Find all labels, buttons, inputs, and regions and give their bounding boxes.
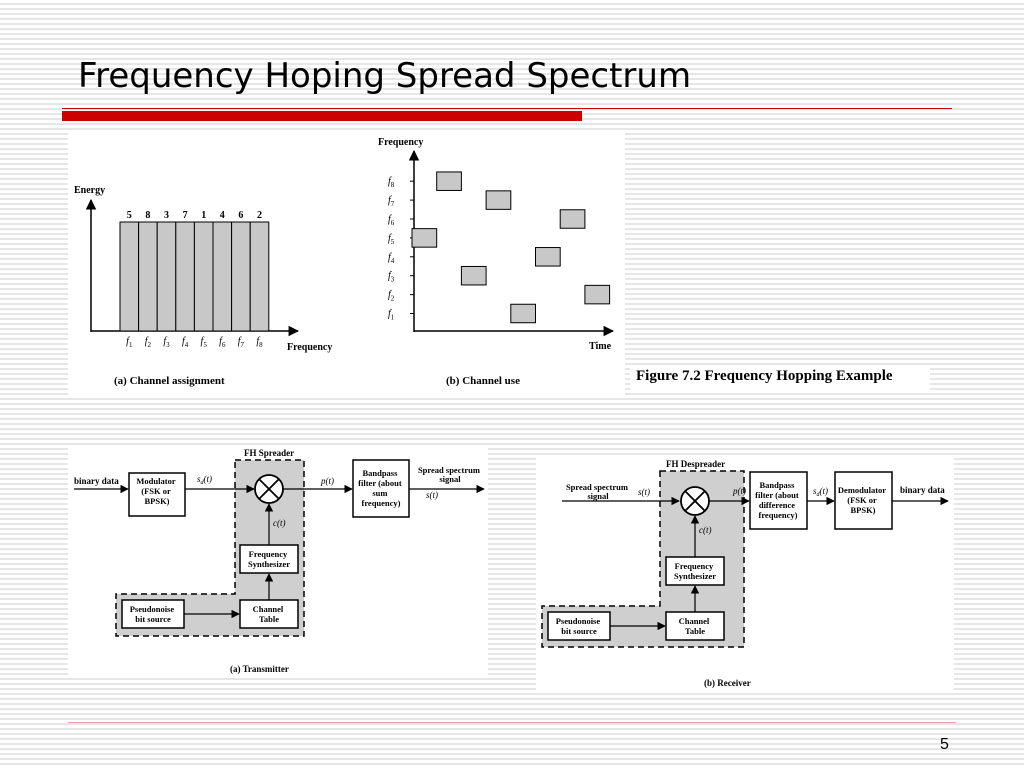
energy-axis-label: Energy	[74, 185, 105, 196]
figure-caption: Figure 7.2 Frequency Hopping Example	[630, 366, 930, 392]
rx-synthesizer-box	[665, 556, 725, 586]
tx-channel-table-label: Channel Table	[253, 604, 286, 624]
frequency-tick-label: f4	[388, 252, 395, 265]
frequency-tick-label: f3	[163, 336, 170, 349]
frequency-tick-label: f8	[256, 336, 263, 349]
hop-cell	[535, 247, 561, 267]
slide-title: Frequency Hoping Spread Spectrum	[78, 56, 692, 96]
fh-spreader-region	[115, 459, 305, 637]
title-underline	[62, 108, 952, 109]
channel-bar	[119, 221, 140, 332]
channel-bar	[249, 221, 270, 332]
rx-c-signal: c(t)	[699, 525, 712, 535]
channel-bar	[231, 221, 251, 332]
frequency-tick-label: f7	[388, 195, 395, 208]
frequency-tick-label: f7	[238, 336, 245, 349]
transmitter-svg: FH Spreader binary data Modulator (FSK o…	[74, 448, 485, 674]
rx-pn-source-box	[547, 611, 611, 641]
demodulator-box	[834, 471, 893, 530]
rx-s-signal: s(t)	[638, 487, 650, 497]
tx-output-label: Spread spectrum signal	[418, 465, 482, 484]
frequency-tick-label: f1	[388, 309, 395, 322]
channel-use-caption: (b) Channel use	[446, 375, 520, 387]
tx-channel-table-box	[239, 599, 299, 629]
tx-input-label: binary data	[74, 476, 119, 486]
frequency-tick-label: f1	[126, 336, 133, 349]
channel-number: 4	[220, 210, 225, 221]
transmitter-caption: (a) Transmitter	[230, 664, 289, 674]
transmitter-panel: FH Spreader binary data Modulator (FSK o…	[68, 446, 488, 678]
tx-c-signal: c(t)	[273, 518, 286, 528]
hop-cell	[436, 171, 462, 191]
channel-assignment-caption: (a) Channel assignment	[114, 375, 225, 387]
footer-line	[68, 722, 956, 723]
frequency-axis-label: Frequency	[287, 342, 332, 353]
frequency-tick-label: f8	[388, 176, 395, 189]
frequency-tick-label: f6	[219, 336, 226, 349]
hop-cell	[559, 209, 586, 229]
frequency-tick-label: f2	[388, 290, 395, 303]
channel-assignment-chart: Energy 5 8 3 7 1 4 6 2 f1 f2 f3 f4 f5 f6 f7 f8 Frequen…	[74, 185, 332, 387]
rx-channel-table-box	[665, 611, 725, 641]
channel-number: 2	[257, 210, 262, 221]
hop-cell	[460, 265, 487, 286]
modulator-box	[128, 472, 186, 517]
rx-pn-source-label: Pseudonoise bit source	[556, 616, 603, 636]
rx-output-label: binary data	[900, 485, 945, 495]
tx-pn-source-label: Pseudonoise bit source	[130, 604, 177, 624]
tx-pn-source-box	[121, 599, 185, 629]
channel-number: 6	[238, 210, 243, 221]
channel-number: 8	[145, 210, 150, 221]
rx-bandpass-box	[749, 471, 808, 530]
demodulator-label: Demodulator (FSK or BPSK)	[838, 485, 888, 515]
fh-despreader-label: FH Despreader	[666, 459, 725, 469]
tx-bandpass-label: Bandpass filter (about sum frequency)	[358, 468, 404, 508]
frequency-tick-label: f5	[201, 336, 208, 349]
frequency-tick-label: f2	[145, 336, 152, 349]
channel-use-y-label: Frequency	[378, 137, 423, 148]
time-axis-label: Time	[589, 341, 612, 352]
multiplier-icon	[254, 474, 284, 504]
rx-bandpass-label: Bandpass filter (about difference freque…	[755, 480, 801, 520]
receiver-panel: FH Despreader Spread spectrum signal s(t…	[536, 457, 954, 691]
hop-cell	[584, 284, 611, 305]
frequency-tick-label: f4	[182, 336, 189, 349]
modulator-label: Modulator (FSK or BPSK)	[136, 476, 177, 506]
receiver-svg: FH Despreader Spread spectrum signal s(t…	[541, 459, 949, 688]
tx-sd-signal: sd(t)	[197, 474, 212, 486]
fh-spreader-label: FH Spreader	[244, 448, 294, 458]
hop-cell	[411, 228, 438, 248]
frequency-tick-label: f3	[388, 271, 395, 284]
channel-number: 1	[201, 210, 206, 221]
channel-number: 3	[164, 210, 169, 221]
page-number: 5	[940, 736, 949, 753]
channel-use-chart: Frequency f8 f7 f6 f5 f4 f3 f2 f1 Time (b) Chan…	[378, 137, 615, 387]
channel-bar	[193, 221, 214, 332]
title-accent-bar	[62, 111, 582, 121]
rx-synthesizer-label: Frequency Synthesizer	[674, 561, 716, 581]
frequency-tick-label: f6	[388, 214, 395, 227]
figure-channel-panel: Energy 5 8 3 7 1 4 6 2 f1 f2 f3 f4 f5 f6 f7 f8 Frequen…	[68, 133, 625, 398]
channel-number: 5	[127, 210, 132, 221]
tx-synthesizer-label: Frequency Synthesizer	[248, 549, 290, 569]
channel-bar	[175, 221, 195, 332]
multiplier-icon	[680, 486, 710, 516]
tx-p-signal: p(t)	[320, 476, 334, 486]
rx-input-label: Spread spectrum signal	[566, 482, 630, 501]
tx-s-signal: s(t)	[426, 490, 438, 500]
hop-cell	[510, 303, 536, 324]
channel-bar	[212, 221, 233, 332]
rx-p-signal: p(t)	[732, 486, 746, 496]
receiver-caption: (b) Receiver	[704, 678, 751, 688]
tx-synthesizer-box	[239, 544, 299, 574]
frequency-tick-label: f5	[388, 233, 395, 246]
channel-bar	[138, 221, 158, 332]
rx-channel-table-label: Channel Table	[679, 616, 712, 636]
rx-sd-signal: sd(t)	[813, 486, 828, 498]
channel-bar	[156, 221, 177, 332]
channel-number: 7	[183, 210, 188, 221]
hop-cell	[485, 190, 512, 210]
channel-figure-svg: Energy 5 8 3 7 1 4 6 2 f1 f2 f3 f4 f5 f6 f7 f8 Frequen…	[74, 137, 615, 387]
